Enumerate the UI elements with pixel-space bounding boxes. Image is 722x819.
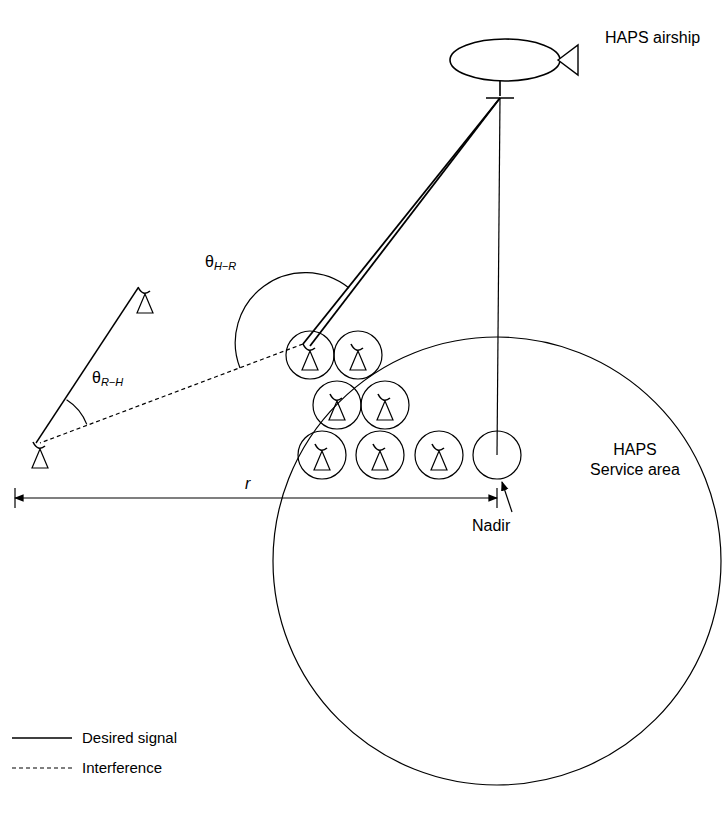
coverage-cell bbox=[415, 431, 463, 479]
service-area-circle bbox=[273, 337, 721, 785]
angle-label: θH−R bbox=[203, 252, 238, 273]
angle-arc bbox=[67, 400, 87, 425]
cell-group bbox=[286, 331, 521, 479]
antenna-mast bbox=[377, 401, 393, 420]
circle-outline bbox=[272, 336, 722, 786]
antenna-dish bbox=[373, 444, 385, 450]
angle-label: θR−H bbox=[90, 368, 125, 389]
antenna-dish bbox=[351, 344, 363, 350]
antenna-dish bbox=[330, 394, 342, 400]
airship-hull bbox=[450, 39, 560, 81]
nadir-label: Nadir bbox=[470, 516, 512, 535]
antenna-mast bbox=[137, 294, 153, 313]
antenna-dish bbox=[378, 394, 390, 400]
legend-solid-sample bbox=[12, 737, 72, 738]
service-area: HAPS Service area bbox=[272, 336, 722, 786]
desired-signal-line bbox=[36, 288, 138, 443]
antenna-mast bbox=[350, 351, 366, 370]
antenna-mast bbox=[431, 451, 447, 470]
airship: HAPS airship bbox=[440, 20, 718, 110]
dimension-line bbox=[15, 497, 497, 498]
angle-arc bbox=[235, 273, 349, 368]
dimension-tick bbox=[496, 488, 497, 508]
antenna-dish bbox=[303, 344, 315, 350]
antenna-dish bbox=[138, 287, 150, 293]
legend-dashed-sample bbox=[12, 767, 72, 768]
coverage-cell bbox=[334, 331, 382, 379]
antenna-mast bbox=[372, 451, 388, 470]
nadir-line bbox=[497, 98, 500, 455]
coverage-cell bbox=[356, 431, 404, 479]
dimension-tick bbox=[14, 488, 15, 508]
antenna-mast bbox=[32, 449, 48, 468]
legend-label: Interference bbox=[82, 759, 162, 776]
legend-label: Desired signal bbox=[82, 729, 177, 746]
leader-arrow bbox=[502, 482, 512, 512]
antenna-dish bbox=[33, 442, 45, 448]
antenna-mast bbox=[302, 351, 318, 370]
node-label: HAPS airship bbox=[605, 28, 700, 48]
antenna-dish bbox=[432, 444, 444, 450]
node-label: HAPS Service area bbox=[585, 440, 685, 480]
airship-fin bbox=[558, 45, 578, 75]
coverage-cell bbox=[361, 381, 409, 429]
coverage-cell bbox=[298, 431, 346, 479]
interference-line bbox=[40, 344, 303, 443]
antenna-dish bbox=[315, 444, 327, 450]
antenna-mast bbox=[314, 451, 330, 470]
coverage-cell bbox=[286, 331, 334, 379]
dimension-label: r bbox=[243, 474, 252, 493]
desired-signal-line bbox=[303, 98, 500, 344]
airship-gondola bbox=[486, 81, 514, 98]
desired-signal-line bbox=[310, 98, 500, 346]
